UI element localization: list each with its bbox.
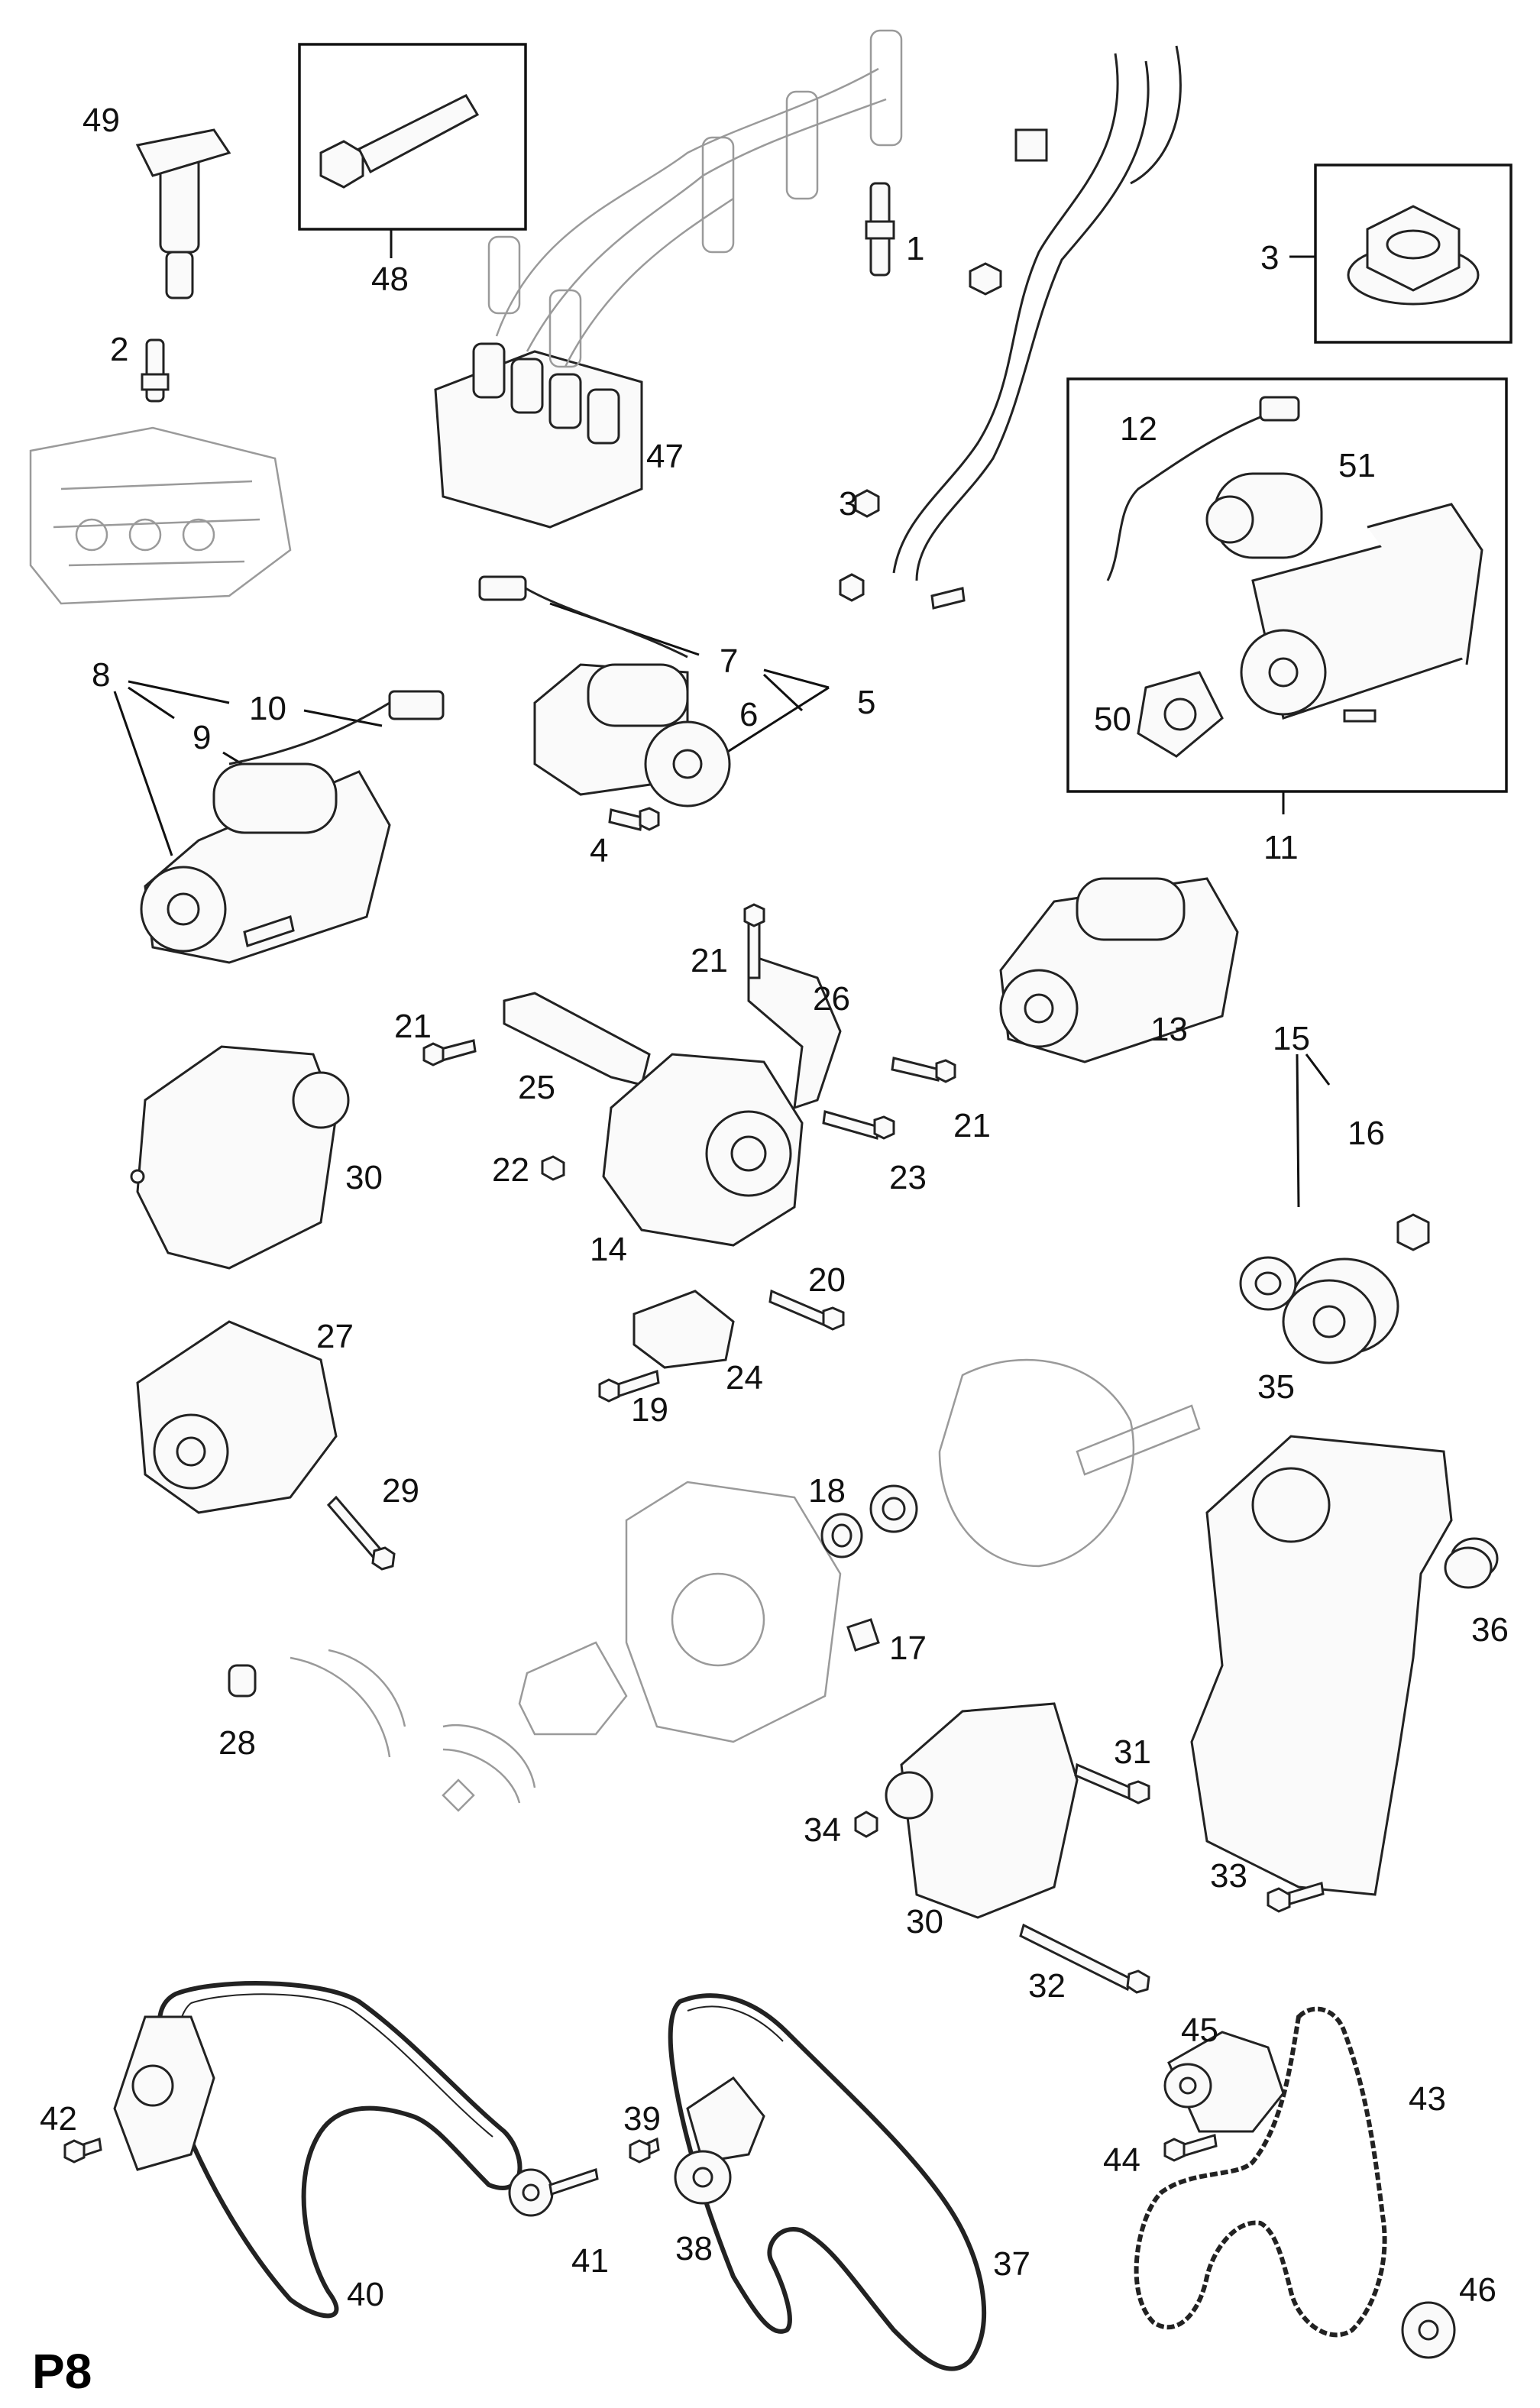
callout: 24 [726,1359,763,1397]
callout: 26 [813,980,850,1018]
callout: 17 [889,1630,927,1667]
bolt-detail-frame [298,43,527,231]
callout: 30 [906,1903,943,1940]
callout: 14 [590,1231,627,1268]
page-label: P8 [32,2344,92,2399]
callout: 32 [1028,1967,1066,2005]
callout: 49 [82,102,120,139]
mount-24-and-bolts [598,1289,845,1403]
callout: 30 [345,1159,383,1196]
callout: 15 [1273,1020,1310,1057]
callout: 5 [857,684,875,721]
callout: 2 [110,331,128,368]
belt-37-assembly [629,1993,987,2371]
callout: 34 [804,1811,841,1849]
callout: 23 [889,1159,927,1196]
coil-pack-and-leads [434,29,903,529]
callout: 51 [1338,447,1376,484]
starter-kit-frame [1066,377,1508,793]
callout: 21 [691,942,728,979]
callout: 21 [953,1107,991,1144]
callout: 39 [623,2100,661,2138]
nut-detail-frame [1314,163,1512,344]
starter-motor-13 [999,877,1239,1063]
bolt-48 [319,94,480,189]
rings-18-17 [820,1484,918,1652]
callout: 19 [631,1391,668,1429]
callout: 41 [571,2242,609,2280]
callout: 25 [518,1069,555,1106]
callout: 10 [249,690,286,727]
timing-cover-35 [1190,1435,1499,1896]
callout: 42 [40,2100,77,2138]
pulley-15-nut-16 [1239,1213,1430,1364]
exploded-alternator [290,1358,1201,1812]
callout: 13 [1150,1011,1188,1048]
alternator-30-lower [854,1702,1325,1994]
callout: 48 [371,261,409,298]
starter-kit-parts [1106,396,1483,758]
bolt-4 [608,807,660,831]
callout: 1 [906,230,924,267]
callout: 47 [646,438,684,475]
starter-motor-8 [140,690,445,964]
callout: 40 [347,2276,384,2313]
bracket-26-and-bolts [422,903,956,1140]
callout: 4 [590,832,608,869]
starter-motor-5 [478,575,731,808]
callout: 50 [1094,701,1131,738]
callout: 16 [1348,1115,1385,1152]
callout: 29 [382,1472,419,1510]
callout: 33 [1210,1857,1247,1895]
callout: 20 [808,1261,846,1299]
alternator-30-upper [130,1045,350,1270]
callout: 46 [1459,2271,1496,2309]
callout: 43 [1409,2080,1446,2118]
callout: 28 [218,1724,256,1762]
callout: 18 [808,1472,846,1510]
belt-43-assembly [1134,2006,1456,2359]
callout: 3 [1260,239,1279,277]
callout: 11 [1263,829,1299,866]
belt-40-assembly [63,1981,599,2319]
callout: 27 [316,1318,354,1355]
spark-plug-right [865,182,895,277]
callout: 12 [1120,410,1157,448]
callout: 9 [192,719,211,756]
callout: 7 [720,642,738,680]
callout: 37 [993,2245,1030,2283]
alternator-27 [136,1320,396,1571]
callout: 35 [1257,1368,1295,1406]
callout: 22 [492,1151,529,1189]
callout: 44 [1103,2141,1140,2179]
callout: 6 [739,696,758,733]
bush-28 [228,1664,257,1698]
callout: 36 [1471,1611,1509,1649]
callout: 8 [92,656,110,694]
callout: 21 [394,1008,432,1045]
wiring-harness [839,45,1182,610]
alternator-14 [541,1053,804,1247]
spark-plug-left [141,338,170,403]
callout: 38 [675,2230,713,2267]
callout: 3 [839,485,857,523]
callout: 45 [1181,2012,1218,2049]
callout-labels: 49 2 48 47 1 3 3 12 51 50 11 7 6 5 4 8 1… [40,102,1509,2313]
engine-outline [29,426,292,605]
callout: 31 [1114,1733,1151,1771]
flange-nut-3 [1347,205,1480,306]
ignition-coil-pencil [135,128,231,299]
